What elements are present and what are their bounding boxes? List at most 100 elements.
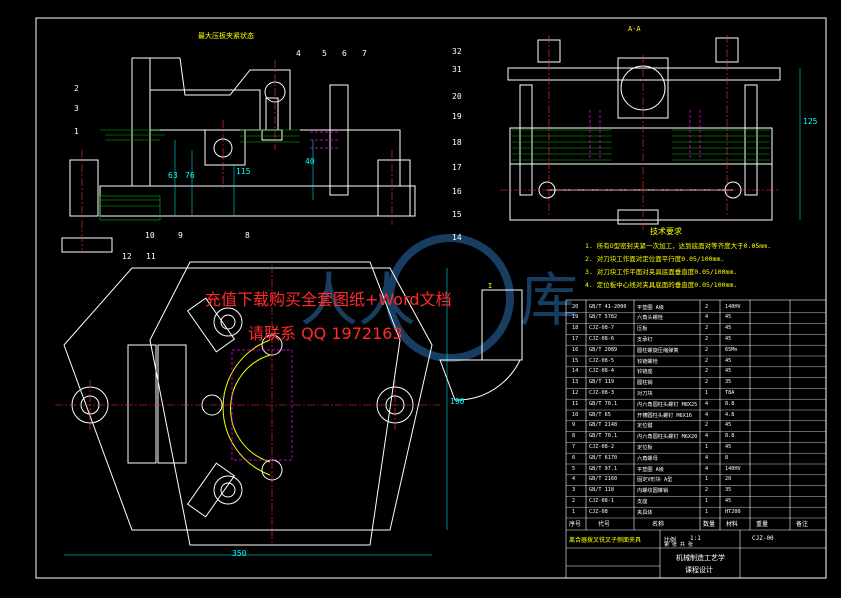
bom-cell-name: 开槽圆柱头螺钉 M6X16: [637, 412, 693, 419]
bom-cell-name: 六角头螺栓: [637, 315, 663, 322]
bom-cell-name: 平垫圈 A级: [637, 304, 664, 311]
bom-cell-code: CJZ-08-4: [589, 368, 614, 375]
bom-cell-code: GB/T 97.1: [589, 465, 618, 472]
bom-cell-mat: 45: [725, 314, 732, 321]
bom-header-remark: 备注: [796, 521, 809, 528]
bom-cell-mat: HT200: [725, 508, 741, 515]
bom-cell-code: GB/T 119: [589, 379, 614, 386]
bom-cell-name: 定位键: [637, 423, 653, 430]
bom-cell-no: 9: [572, 422, 576, 429]
bom-cell-mat: 45: [725, 497, 732, 504]
callout-label: 1: [74, 127, 79, 136]
bom-cell-no: 1: [572, 508, 576, 515]
bom-cell-qty: 2: [705, 487, 709, 494]
callout-label: 7: [362, 49, 367, 58]
callout-label: 32: [452, 47, 462, 56]
bom-cell-name: 内螺纹圆锥销: [637, 488, 669, 495]
bom-cell-name: 内六角圆柱头螺钉 M8X25: [637, 401, 698, 408]
bom-cell-qty: 4: [705, 314, 709, 321]
bom-cell-qty: 1: [705, 476, 709, 483]
bom-cell-no: 11: [572, 400, 579, 407]
bom-cell-name: 夹具体: [637, 509, 653, 516]
bom-cell-qty: 2: [705, 379, 709, 386]
front-view-dims: [174, 140, 314, 215]
callout-label: 5: [322, 49, 327, 58]
dimension-label: 76: [185, 171, 195, 180]
scale-value: 1:1: [690, 535, 701, 542]
bom-cell-qty: 1: [705, 508, 709, 515]
bom-cell-code: GB/T 118: [589, 487, 614, 494]
callout-label: 14: [452, 233, 462, 242]
bom-cell-code: CJZ-08-5: [589, 357, 614, 364]
bom-cell-mat: 45: [725, 335, 732, 342]
detail-view: [439, 289, 523, 401]
bom-cell-qty: 1: [705, 497, 709, 504]
bom-cell-mat: 20: [725, 476, 732, 483]
bom-cell-qty: 4: [705, 465, 709, 472]
bom-cell-qty: 2: [705, 303, 709, 310]
bom-cell-name: 支承钉: [637, 336, 653, 343]
bom-cell-code: GB/T 2148: [589, 422, 618, 429]
callout-label: 18: [452, 138, 462, 147]
bom-cell-no: 13: [572, 379, 579, 386]
callout-label: 20: [452, 92, 462, 101]
dimension-label: 63: [168, 171, 178, 180]
bom-cell-name: 对刀块: [637, 390, 653, 397]
bom-cell-name: 定位板: [637, 444, 653, 451]
section-aa-hatch: [512, 129, 770, 161]
watermark-line: 请联系 QQ 1972163: [248, 324, 403, 343]
bom-cell-qty: 1: [705, 389, 709, 396]
bom-cell-mat: T8A: [725, 389, 735, 396]
tech-req-line: 3. 对刀块工作平面对夹具底面垂直度0.05/100mm.: [585, 268, 738, 276]
bom-cell-no: 20: [572, 303, 579, 310]
dimension-label: 115: [236, 167, 251, 176]
bom-cell-no: 15: [572, 357, 579, 364]
bom-cell-mat: 45: [725, 325, 732, 332]
bom-cell-qty: 4: [705, 433, 709, 440]
callout-label: 19: [452, 112, 462, 121]
tech-req-line: 1. 所有O型密封夹紧一次加工，达到底面对等齐度大于0.05mm.: [585, 242, 772, 250]
bom-cell-no: 4: [572, 476, 576, 483]
plan-view-centerlines: [55, 265, 440, 545]
bom-cell-name: 铰链螺栓: [637, 358, 658, 365]
front-view: [61, 57, 416, 253]
dimension-label: 40: [305, 157, 315, 166]
bom-cell-mat: 4.8: [725, 411, 735, 418]
plan-view-dims: [64, 268, 448, 556]
bom-cell-code: GB/T 6170: [589, 454, 618, 461]
bom-cell-code: GB/T 70.1: [589, 433, 618, 440]
document-type: 课程设计: [685, 566, 713, 574]
bom-cell-mat: 35: [725, 379, 732, 386]
callout-label: 3: [74, 104, 79, 113]
bom-cell-name: 铰链座: [637, 369, 653, 376]
bom-cell-qty: 4: [705, 454, 709, 461]
bom-cell-qty: 2: [705, 368, 709, 375]
watermark-logo: 人人 库: [300, 234, 578, 362]
bom-header-weight: 重量: [756, 521, 769, 528]
bom-cell-no: 3: [572, 487, 576, 494]
bom-cell-no: 8: [572, 433, 576, 440]
bom-cell-mat: 8.8: [725, 433, 735, 440]
bom-cell-qty: 4: [705, 411, 709, 418]
bom-cell-code: CJZ-08-3: [589, 389, 614, 396]
svg-text:人人: 人人: [300, 266, 416, 334]
bom-cell-no: 19: [572, 314, 579, 321]
section-aa-hidden: [589, 110, 701, 160]
bom-cell-qty: 2: [705, 325, 709, 332]
drawing-number: CJZ-00: [752, 535, 774, 542]
plan-view-hidden: [231, 349, 293, 461]
bom-cell-no: 5: [572, 465, 576, 472]
bom-row-lines: [566, 312, 826, 519]
dimension-width: 350: [232, 549, 247, 558]
dimension-height: 190: [450, 397, 465, 406]
bom-cell-no: 12: [572, 389, 579, 396]
bom-cell-code: GB/T 2089: [589, 346, 618, 353]
